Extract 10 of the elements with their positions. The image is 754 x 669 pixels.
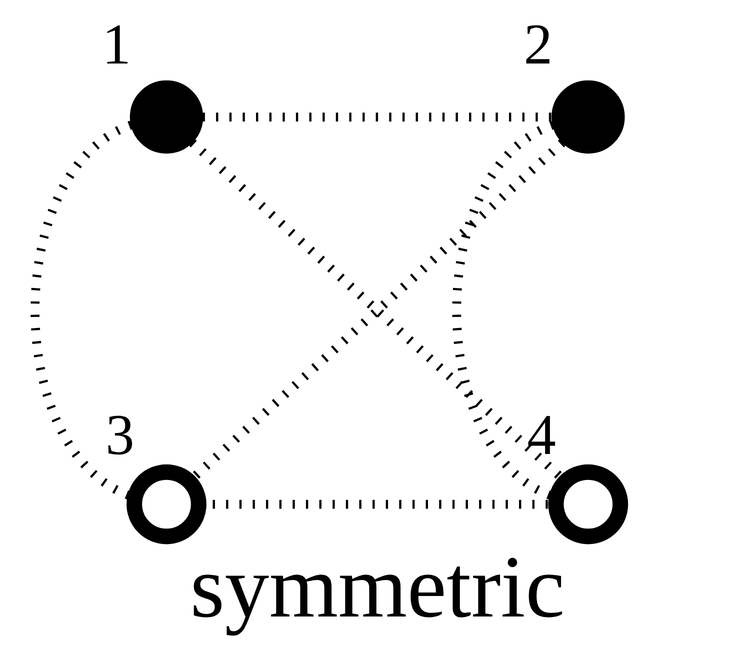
- node-label: 1: [102, 13, 130, 76]
- node-label: 2: [523, 13, 552, 76]
- node-circle: [551, 80, 624, 154]
- node-circle: [129, 80, 203, 154]
- node-ring: [126, 464, 206, 544]
- node-ring: [548, 464, 628, 544]
- node-label: 3: [104, 404, 134, 467]
- connector: [202, 112, 552, 122]
- caption: symmetric: [190, 538, 564, 636]
- node-label: 4: [526, 404, 556, 467]
